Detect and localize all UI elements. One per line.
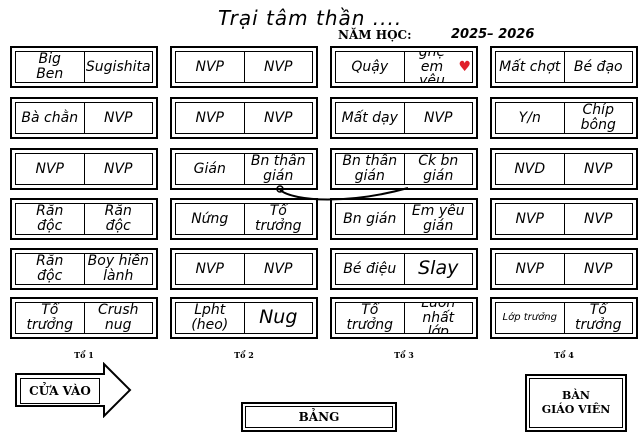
seat-name: NVP xyxy=(176,103,245,133)
seat-name: NVP xyxy=(264,260,293,277)
seat-name: Big Ben xyxy=(16,52,85,82)
seat-name: Mất dạy xyxy=(336,103,405,133)
desk: NVP NVP xyxy=(10,148,158,190)
school-year-label: NĂM HỌC: xyxy=(338,28,412,42)
group-label: Tổ 3 xyxy=(394,350,414,360)
seat-name: Luôn nhất lớp xyxy=(421,303,455,333)
desk: Rắn độc Rắn độc xyxy=(10,198,158,240)
group-label: Tổ 1 xyxy=(74,350,94,360)
connector-line xyxy=(276,185,409,201)
seat-name: NVP xyxy=(496,254,565,284)
seat-name: Bn thân gián xyxy=(336,154,405,184)
teacher-desk-line1: BÀN xyxy=(562,388,590,402)
seat-name: NVP xyxy=(104,109,133,126)
seat-name: NVP xyxy=(584,160,613,177)
desk: Mất dạy NVP xyxy=(330,97,478,139)
seat-name: Tổ trưởng xyxy=(16,303,85,333)
seat-name: NVP xyxy=(424,109,453,126)
seat-name: Rắn độc xyxy=(16,204,85,234)
seat-name: NVP xyxy=(104,160,133,177)
desk: NVP NVP xyxy=(490,248,638,290)
blackboard: BẢNG xyxy=(241,402,397,432)
seat-name: NVD xyxy=(496,154,565,184)
seat-name: NVP xyxy=(176,254,245,284)
seat-name: Y/n xyxy=(496,103,565,133)
seat-name: Bn gián xyxy=(336,204,405,234)
seat-name: Em yêu gián xyxy=(411,204,465,234)
desk: Tổ trưởng Luôn nhất lớp xyxy=(330,297,478,339)
seat-name: Boy hiền lành xyxy=(87,254,149,284)
desk: Bé điệu Slay xyxy=(330,248,478,290)
seat-name: Tổ trưởng xyxy=(575,303,622,333)
seat-name: Bé điệu xyxy=(336,254,405,284)
group-label: Tổ 4 xyxy=(554,350,574,360)
desk: NVD NVP xyxy=(490,148,638,190)
seat-name: Sugishita xyxy=(85,58,151,75)
desk: Tổ trưởng Crush nug xyxy=(10,297,158,339)
seat-name: NVP xyxy=(584,260,613,277)
teacher-desk-line2: GIÁO VIÊN xyxy=(541,403,611,416)
group-label: Tổ 2 xyxy=(234,350,254,360)
seat-name: Lớp trưởng xyxy=(496,303,565,333)
page-title: Trại tâm thần .... xyxy=(218,6,403,30)
seat-name: Chíp bông xyxy=(580,103,616,133)
seat-name: Rắn độc xyxy=(104,204,132,234)
desk: Lpht (heo) Nug xyxy=(170,297,318,339)
seat-name: Crush nug xyxy=(97,303,139,333)
seat-name: NVP xyxy=(584,210,613,227)
school-year-value: 2025– 2026 xyxy=(451,27,535,42)
seat-name: Bà chằn xyxy=(16,103,85,133)
desk: NVP NVP xyxy=(490,198,638,240)
heart-icon: ♥ xyxy=(458,58,471,75)
seat-name: NVP xyxy=(176,52,245,82)
desk: Bà chằn NVP xyxy=(10,97,158,139)
seat-name: NVP xyxy=(264,58,293,75)
desk: Y/n Chíp bông xyxy=(490,97,638,139)
desk: NVP NVP xyxy=(170,46,318,88)
board-label: BẢNG xyxy=(245,406,393,428)
seat-name: Quậy xyxy=(336,52,405,82)
seat-name: Tổ trưởng xyxy=(336,303,405,333)
seat-name: NVP xyxy=(264,109,293,126)
desk: NVP NVP xyxy=(170,248,318,290)
seat-name: Nug xyxy=(259,306,298,329)
seat-name: Slay xyxy=(418,257,459,280)
desk: Quậy ghệ em yêu ♥ xyxy=(330,46,478,88)
seat-name: Gián xyxy=(176,154,245,184)
teacher-desk: BÀN GIÁO VIÊN xyxy=(525,374,627,432)
seat-name: Tổ trưởng xyxy=(255,204,302,234)
desk: Mất chợt Bé đạo xyxy=(490,46,638,88)
seat-name: Lpht (heo) xyxy=(176,303,245,333)
door-label: CỬA VÀO xyxy=(20,378,100,404)
seat-name: Rắn độc xyxy=(16,254,85,284)
seat-name: Bé đạo xyxy=(573,58,623,75)
seat-name: Bn thân gián xyxy=(250,154,306,184)
desk: NVP NVP xyxy=(170,97,318,139)
seat-name: Ck bn gián xyxy=(418,154,459,184)
seat-name: Nứng xyxy=(176,204,245,234)
desk: Lớp trưởng Tổ trưởng xyxy=(490,297,638,339)
seat-name: NVP xyxy=(16,154,85,184)
desk: Nứng Tổ trưởng xyxy=(170,198,318,240)
seat-name: ghệ em yêu ♥ xyxy=(419,52,471,82)
seat-name: Mất chợt xyxy=(496,52,565,82)
seat-name: NVP xyxy=(496,204,565,234)
